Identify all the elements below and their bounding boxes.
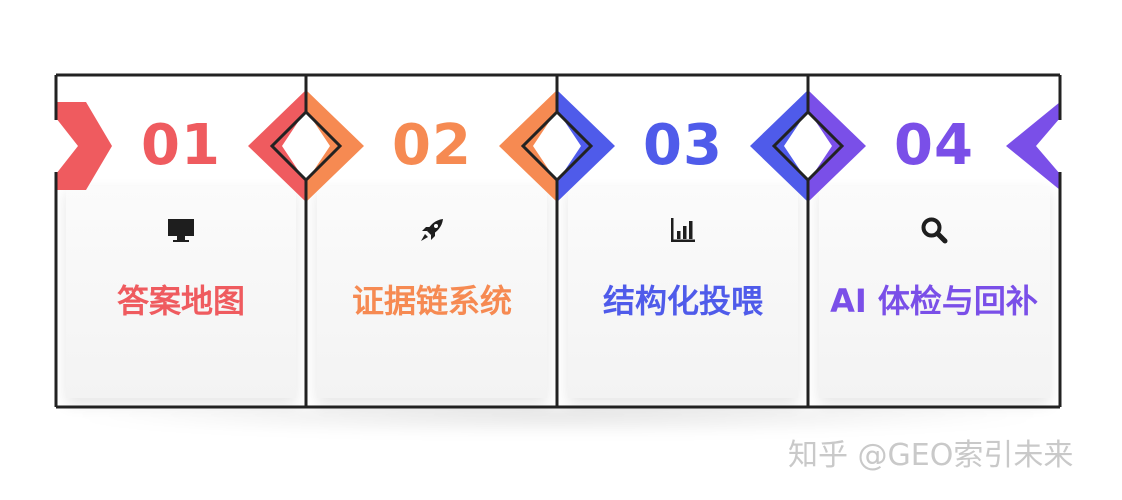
rocket-icon: [306, 212, 558, 248]
right-chevron-4: [1006, 102, 1060, 190]
step-number-text: 04: [894, 113, 974, 178]
step-number-4: 04: [808, 114, 1060, 178]
step-title-1: 答案地图: [55, 276, 307, 326]
step-card-2: [307, 74, 557, 408]
step-title-text: AI 体检与回补: [830, 282, 1038, 320]
outline-frame: [54, 73, 1062, 409]
connector-diamond-2-right: [557, 90, 615, 202]
connector-diamond-1-left: [248, 90, 306, 202]
step-number-text: 03: [643, 113, 723, 178]
step-title-2: 证据链系统: [306, 276, 558, 326]
watermark: 知乎 @GEO索引未来: [788, 438, 1074, 473]
card-inner-panel: [317, 186, 547, 398]
search-icon: [808, 212, 1060, 248]
connector-diamond-3-left: [750, 90, 808, 202]
monitor-icon: [55, 212, 307, 248]
left-chevron-1: [56, 102, 112, 190]
step-title-text: 结构化投喂: [602, 282, 763, 320]
connector-diamond-1-right: [306, 90, 364, 202]
step-card-4: [809, 74, 1060, 408]
connector-diamond-3-right: [808, 90, 866, 202]
step-number-1: 01: [55, 114, 307, 178]
step-title-text: 证据链系统: [351, 282, 512, 320]
step-title-3: 结构化投喂: [557, 276, 809, 326]
step-title-text: 答案地图: [116, 282, 245, 320]
step-number-text: 02: [392, 113, 472, 178]
step-number-3: 03: [557, 114, 809, 178]
connector-diamond-2-left: [499, 90, 557, 202]
step-number-2: 02: [306, 114, 558, 178]
card-inner-panel: [568, 186, 798, 398]
bar-chart-icon: [557, 212, 809, 248]
step-title-4: AI 体检与回补: [808, 276, 1060, 326]
step-number-text: 01: [141, 113, 221, 178]
